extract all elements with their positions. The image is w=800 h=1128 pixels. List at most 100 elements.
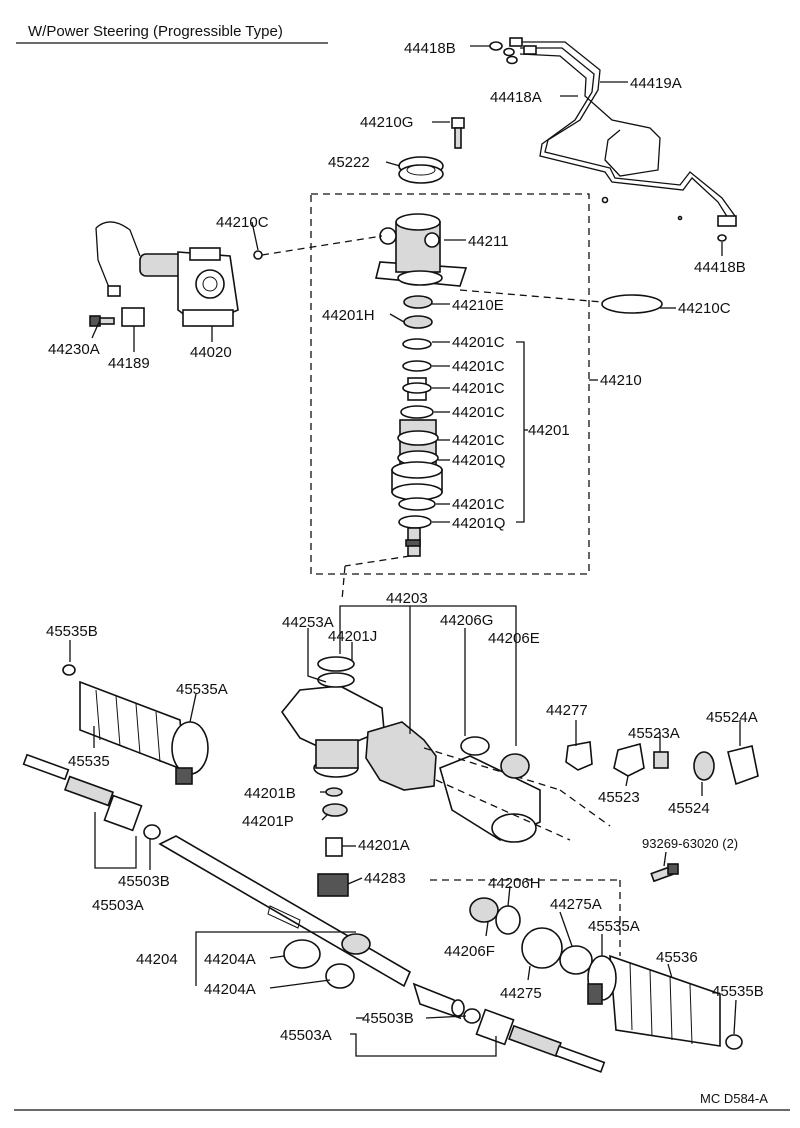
label-44275a: 44275A: [550, 896, 602, 913]
snap-ring-44275a: [559, 945, 593, 975]
seal-44206f: [469, 897, 499, 923]
label-44418b-right: 44418B: [694, 259, 746, 276]
label-45535: 45535: [68, 753, 110, 770]
bolt-93269: [650, 863, 679, 883]
o-ring-44210c-left: [253, 250, 263, 260]
label-93269-63020: 93269-63020 (2): [642, 836, 738, 851]
label-44277: 44277: [546, 702, 588, 719]
bolt-44230a: [89, 315, 115, 327]
bearing-44201h: [403, 315, 433, 329]
seal-44210e: [403, 295, 433, 309]
seal-44206e: [500, 753, 530, 779]
label-44204a-1: 44204A: [204, 951, 256, 968]
label-45503b-right: 45503B: [362, 1010, 414, 1027]
label-44201c-6: 44201C: [452, 496, 505, 513]
label-44283: 44283: [364, 870, 406, 887]
label-44210: 44210: [600, 372, 642, 389]
spring-45523a: [653, 751, 669, 769]
label-44189: 44189: [108, 355, 150, 372]
label-44201c-5: 44201C: [452, 432, 505, 449]
label-44230a: 44230A: [48, 341, 100, 358]
label-44419a: 44419A: [630, 75, 682, 92]
label-44210c-left: 44210C: [216, 214, 269, 231]
label-44201q-2: 44201Q: [452, 515, 505, 532]
label-45524a: 45524A: [706, 709, 758, 726]
o-ring-44418b-right: [717, 234, 727, 242]
clip-45535b-left: [62, 664, 76, 676]
valve-housing-44211: [374, 213, 468, 287]
label-45503a-left: 45503A: [92, 897, 144, 914]
label-44275: 44275: [500, 985, 542, 1002]
seal-44206h: [495, 905, 521, 935]
label-44203: 44203: [386, 590, 428, 607]
seal-44206g: [460, 736, 490, 756]
label-45535a-right: 45535A: [588, 918, 640, 935]
label-45523: 45523: [598, 789, 640, 806]
oil-seal-45222: [398, 156, 444, 184]
label-44020: 44020: [190, 344, 232, 361]
ring-44201c-1: [402, 338, 432, 350]
label-45536: 45536: [656, 949, 698, 966]
tie-rod-end-left: [22, 753, 161, 840]
tube-fitting-mid: [523, 45, 537, 55]
label-44201p: 44201P: [242, 813, 294, 830]
label-45535b-left: 45535B: [46, 623, 98, 640]
bracket-44189: [121, 307, 145, 327]
boot-45536: [587, 954, 721, 1047]
spring-45524: [693, 751, 715, 781]
label-45535a-left: 45535A: [176, 681, 228, 698]
ring-44201b: [325, 787, 343, 797]
boot-45535: [79, 680, 209, 785]
label-44206e: 44206E: [488, 630, 540, 647]
bearing-44201p: [322, 803, 348, 817]
o-ring-44418b-top-3: [506, 55, 518, 65]
diagram-title: W/Power Steering (Progressible Type): [28, 23, 283, 40]
label-44201: 44201: [528, 422, 570, 439]
label-44201c-2: 44201C: [452, 358, 505, 375]
ring-44201c-2: [402, 360, 432, 372]
control-valve-44201: [391, 377, 443, 557]
label-44210g: 44210G: [360, 114, 413, 131]
cap-44283: [317, 873, 349, 897]
label-44210c-right: 44210C: [678, 300, 731, 317]
label-44253a: 44253A: [282, 614, 334, 631]
label-44201c-4: 44201C: [452, 404, 505, 421]
label-44204a-2: 44204A: [204, 981, 256, 998]
label-44201h: 44201H: [322, 307, 375, 324]
label-44201q-1: 44201Q: [452, 452, 505, 469]
label-45523a: 45523A: [628, 725, 680, 742]
rack-bushing-44275: [521, 927, 563, 969]
label-44206g: 44206G: [440, 612, 493, 629]
o-ring-44418b-top-2: [503, 47, 515, 57]
tie-rod-end-right: [463, 1008, 606, 1073]
diagram-code: MC D584-A: [700, 1091, 768, 1106]
pressure-tube-assembly: [509, 37, 737, 227]
steering-rack-44204: [158, 835, 465, 1020]
control-valve-assembly-box: [310, 193, 590, 575]
label-44206f: 44206F: [444, 943, 495, 960]
label-44418b-top: 44418B: [404, 40, 456, 57]
o-ring-44418b-top-1: [489, 41, 503, 51]
spring-cap-44277: [565, 741, 593, 771]
rack-housing-44203: [280, 656, 611, 843]
label-44201a: 44201A: [358, 837, 410, 854]
label-44418a: 44418A: [490, 89, 542, 106]
label-44201c-3: 44201C: [452, 380, 505, 397]
label-44201j: 44201J: [328, 628, 377, 645]
nut-44201a: [325, 837, 343, 857]
clip-45535b-right: [725, 1034, 743, 1050]
label-45503b-left: 45503B: [118, 873, 170, 890]
tube-fitting-right: [717, 215, 737, 227]
rack-guide-45523: [613, 742, 645, 777]
label-45222: 45222: [328, 154, 370, 171]
label-44201b: 44201B: [244, 785, 296, 802]
label-44204: 44204: [136, 951, 178, 968]
solenoid-valve-44020: [95, 221, 239, 327]
label-44206h: 44206H: [488, 875, 541, 892]
locknut-45524a: [727, 745, 759, 786]
bolt-44210g: [451, 117, 465, 149]
label-45524: 45524: [668, 800, 710, 817]
label-44201c-1: 44201C: [452, 334, 505, 351]
label-45535b-right: 45535B: [712, 983, 764, 1000]
tube-fitting-top: [509, 37, 523, 47]
